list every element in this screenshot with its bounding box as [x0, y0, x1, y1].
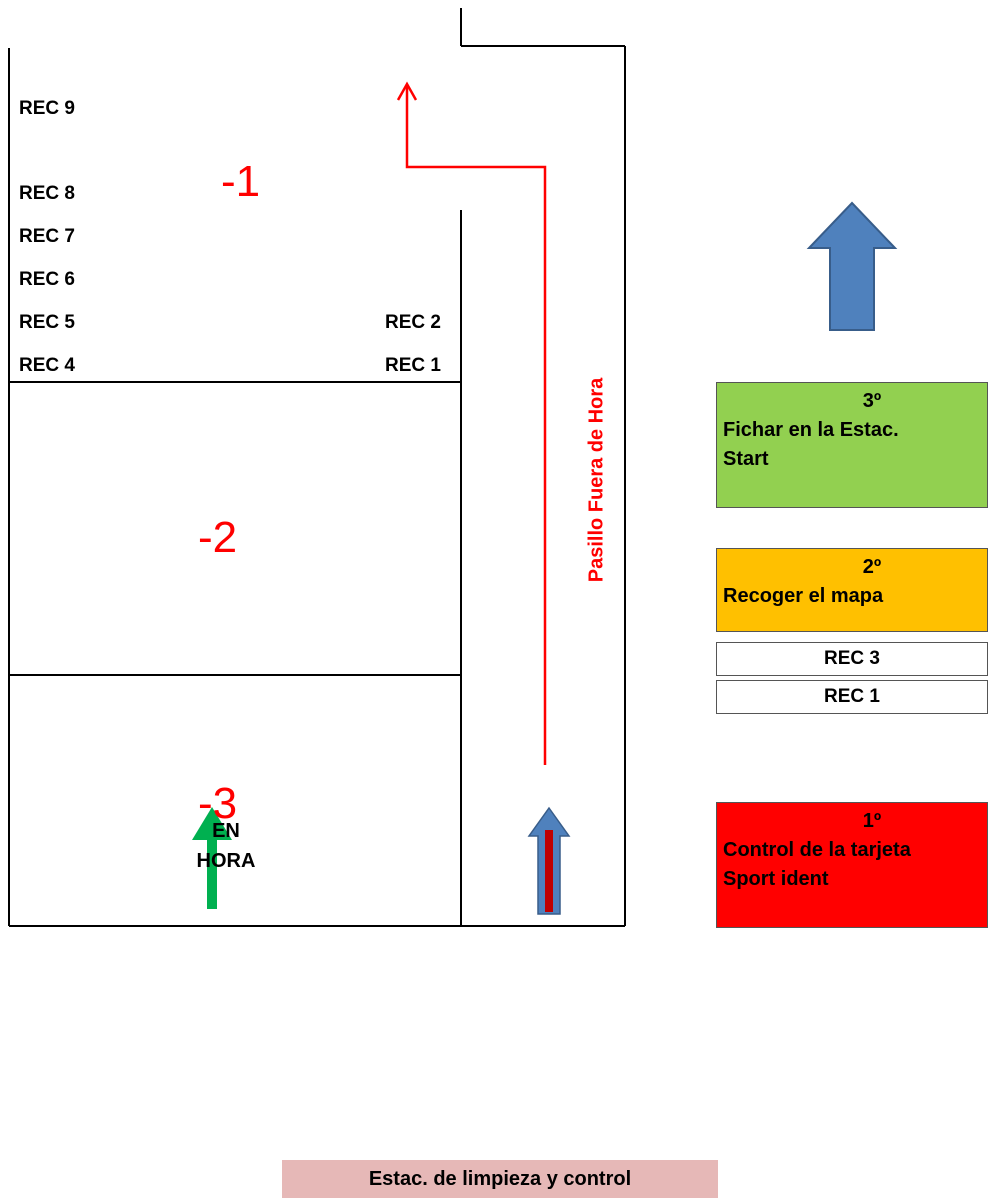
zone-3-label: -3 [198, 779, 238, 828]
late-entry-arrow-icon [527, 806, 571, 915]
rec9-label: REC 9 [19, 98, 75, 119]
zone-2-label: -2 [198, 513, 238, 562]
step1-box: 1º Control de la tarjeta Sport ident [716, 802, 988, 928]
rec1-label: REC 1 [385, 355, 441, 376]
step3-box: 3º Fichar en la Estac. Start [716, 382, 988, 508]
step3-number: 3º [862, 390, 882, 412]
rec2-label: REC 2 [385, 312, 441, 333]
on-time-label-line1: EN [212, 820, 240, 842]
corridor-label: Pasillo Fuera de Hora [585, 377, 608, 583]
step3-text-line2: Start [723, 448, 769, 470]
step3-text-line1: Fichar en la Estac. [723, 419, 899, 441]
rec7-label: REC 7 [19, 226, 75, 247]
rec8-label: REC 8 [19, 183, 75, 204]
step2-sub-row: REC 3 [716, 642, 988, 676]
step2-sub-row: REC 1 [716, 680, 988, 714]
step2-number: 2º [862, 556, 882, 578]
rec5-label: REC 5 [19, 312, 75, 333]
cleaning-station-label: Estac. de limpieza y control [282, 1160, 718, 1198]
step1-text-line1: Control de la tarjeta [723, 839, 911, 861]
step1-number: 1º [862, 810, 882, 832]
step2-box: 2º Recoger el mapa [716, 548, 988, 632]
on-time-label: EN HORA [176, 816, 276, 876]
step1-text-line2: Sport ident [723, 868, 829, 890]
on-time-label-line2: HORA [196, 850, 256, 872]
on-time-arrow-icon [192, 807, 232, 909]
step2-text: Recoger el mapa [723, 585, 884, 607]
rec4-label: REC 4 [19, 355, 75, 376]
rec6-label: REC 6 [19, 269, 75, 290]
zone-1-label: -1 [221, 157, 261, 206]
corridor-route [396, 81, 547, 765]
exit-arrow-icon [806, 201, 898, 331]
walls [8, 8, 626, 927]
